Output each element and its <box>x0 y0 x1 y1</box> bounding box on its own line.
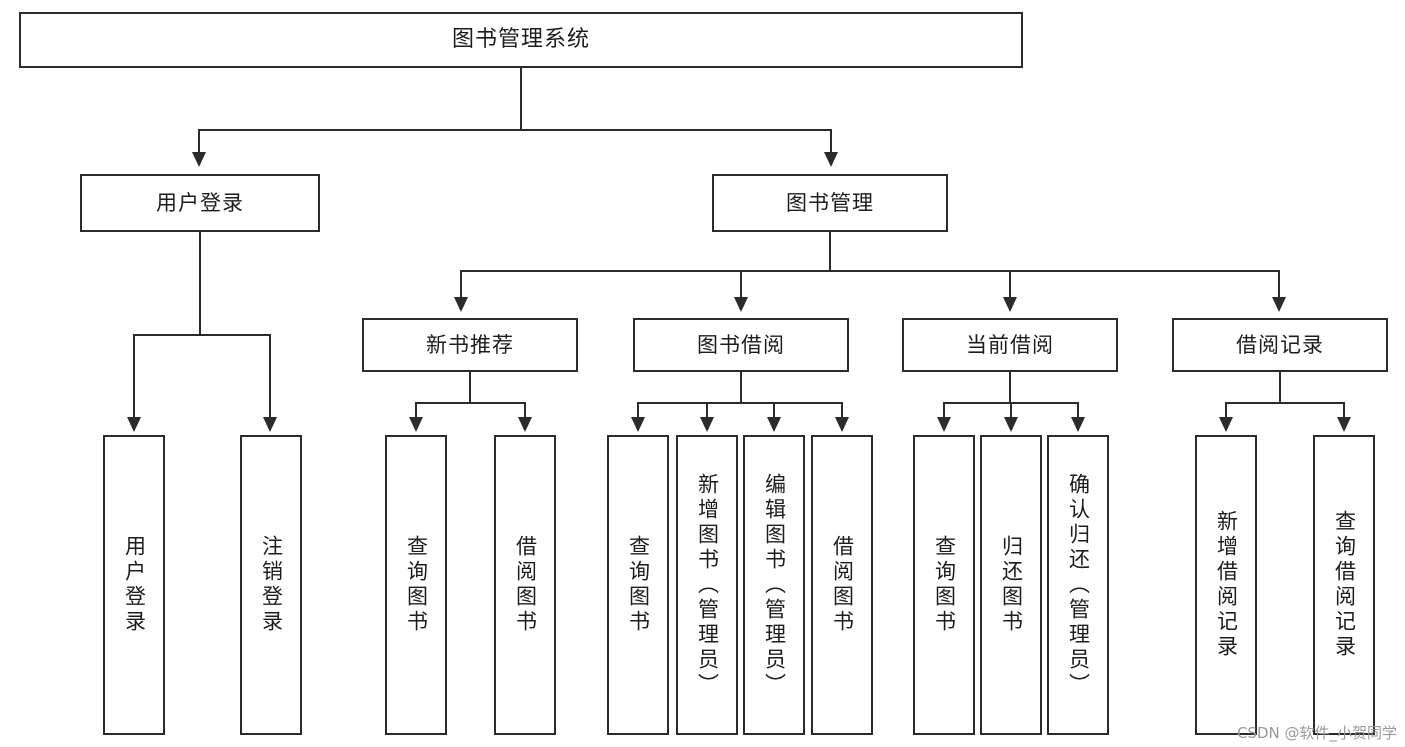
node-new-book-recommend[interactable]: 新书推荐 <box>362 318 578 372</box>
connector-book-manage-stem <box>829 232 831 272</box>
arrowhead-leaf-logout <box>263 417 277 432</box>
node-book-management[interactable]: 图书管理 <box>712 174 948 232</box>
connector-current-borrow-drop-1 <box>943 402 945 418</box>
connector-book-borrow-drop-2 <box>706 402 708 418</box>
arrowhead-leaf-borrow-book-2 <box>835 417 849 432</box>
node-label: 新书推荐 <box>426 332 514 357</box>
node-label: 用户登录 <box>122 535 147 635</box>
connector-new-book-bar <box>415 402 525 404</box>
node-label: 编辑图书（管理员） <box>762 472 787 698</box>
leaf-add-borrow-record[interactable]: 新增借阅记录 <box>1195 435 1257 735</box>
arrowhead-leaf-user-login <box>127 417 141 432</box>
leaf-edit-book-admin[interactable]: 编辑图书（管理员） <box>743 435 805 735</box>
connector-to-borrow-record <box>1278 270 1280 300</box>
leaf-query-book-current[interactable]: 查询图书 <box>913 435 975 735</box>
leaf-borrow-book-recommend[interactable]: 借阅图书 <box>494 435 556 735</box>
node-label: 图书管理 <box>786 190 874 215</box>
node-label: 当前借阅 <box>966 332 1054 357</box>
arrowhead-to-book-manage <box>824 152 838 167</box>
node-label: 查询图书 <box>404 535 429 635</box>
arrowhead-leaf-add-record <box>1219 417 1233 432</box>
leaf-query-book-borrow[interactable]: 查询图书 <box>607 435 669 735</box>
connector-user-login-drop-1 <box>133 334 135 419</box>
connector-user-login-stem <box>199 232 201 336</box>
arrowhead-leaf-edit-book <box>767 417 781 432</box>
leaf-add-book-admin[interactable]: 新增图书（管理员） <box>676 435 738 735</box>
connector-current-borrow-stem <box>1009 372 1011 404</box>
node-label: 新增借阅记录 <box>1214 510 1239 660</box>
connector-current-borrow-drop-2 <box>1010 402 1012 418</box>
connector-borrow-record-bar <box>1225 402 1344 404</box>
node-label: 借阅记录 <box>1236 332 1324 357</box>
node-label: 归还图书 <box>999 535 1024 635</box>
node-label: 确认归还（管理员） <box>1066 472 1091 698</box>
arrowhead-to-current-borrow <box>1003 297 1017 312</box>
node-label: 新增图书（管理员） <box>695 472 720 698</box>
arrowhead-to-new-book <box>454 297 468 312</box>
leaf-logout[interactable]: 注销登录 <box>240 435 302 735</box>
node-label: 借阅图书 <box>513 535 538 635</box>
node-label: 查询图书 <box>626 535 651 635</box>
arrowhead-to-book-borrow <box>734 297 748 312</box>
node-label: 用户登录 <box>156 190 244 215</box>
arrowhead-leaf-query-record <box>1337 417 1351 432</box>
connector-to-new-book <box>460 270 462 300</box>
arrowhead-leaf-query-book-2 <box>631 417 645 432</box>
leaf-user-login[interactable]: 用户登录 <box>103 435 165 735</box>
arrowhead-leaf-borrow-book-1 <box>518 417 532 432</box>
csdn-watermark: CSDN @软件_小贺同学 <box>1236 724 1397 742</box>
connector-current-borrow-drop-3 <box>1077 402 1079 418</box>
connector-root-to-user-login <box>198 129 200 155</box>
connector-to-current-borrow <box>1009 270 1011 300</box>
arrowhead-to-borrow-record <box>1272 297 1286 312</box>
connector-new-book-drop-1 <box>415 402 417 418</box>
arrowhead-to-user-login <box>192 152 206 167</box>
connector-book-manage-bar <box>460 270 1280 272</box>
leaf-confirm-return-admin[interactable]: 确认归还（管理员） <box>1047 435 1109 735</box>
node-borrow-record[interactable]: 借阅记录 <box>1172 318 1388 372</box>
connector-user-login-drop-2 <box>269 334 271 419</box>
node-label: 图书借阅 <box>697 332 785 357</box>
node-label: 借阅图书 <box>830 535 855 635</box>
connector-book-borrow-stem <box>740 372 742 404</box>
connector-root-to-book-manage <box>830 129 832 155</box>
arrowhead-leaf-confirm-return <box>1071 417 1085 432</box>
connector-to-book-borrow <box>740 270 742 300</box>
node-label: 查询图书 <box>932 535 957 635</box>
connector-new-book-drop-2 <box>524 402 526 418</box>
connector-book-borrow-drop-3 <box>773 402 775 418</box>
connector-root-stem <box>520 68 522 130</box>
leaf-return-book[interactable]: 归还图书 <box>980 435 1042 735</box>
leaf-query-borrow-record[interactable]: 查询借阅记录 <box>1313 435 1375 735</box>
leaf-borrow-book[interactable]: 借阅图书 <box>811 435 873 735</box>
connector-borrow-record-stem <box>1279 372 1281 404</box>
node-current-borrow[interactable]: 当前借阅 <box>902 318 1118 372</box>
connector-borrow-record-drop-2 <box>1343 402 1345 418</box>
node-root-system[interactable]: 图书管理系统 <box>19 12 1023 68</box>
arrowhead-leaf-query-book-1 <box>409 417 423 432</box>
arrowhead-leaf-return-book <box>1004 417 1018 432</box>
connector-root-bar <box>198 129 832 131</box>
connector-book-borrow-bar <box>637 402 843 404</box>
connector-borrow-record-drop-1 <box>1225 402 1227 418</box>
node-label: 注销登录 <box>259 535 284 635</box>
connector-book-borrow-drop-1 <box>637 402 639 418</box>
node-book-borrow[interactable]: 图书借阅 <box>633 318 849 372</box>
node-label: 查询借阅记录 <box>1332 510 1357 660</box>
arrowhead-leaf-query-book-3 <box>937 417 951 432</box>
connector-user-login-bar <box>133 334 269 336</box>
arrowhead-leaf-add-book <box>700 417 714 432</box>
leaf-query-book-recommend[interactable]: 查询图书 <box>385 435 447 735</box>
node-user-login[interactable]: 用户登录 <box>80 174 320 232</box>
connector-book-borrow-drop-4 <box>841 402 843 418</box>
node-label: 图书管理系统 <box>451 27 590 53</box>
connector-new-book-stem <box>469 372 471 404</box>
